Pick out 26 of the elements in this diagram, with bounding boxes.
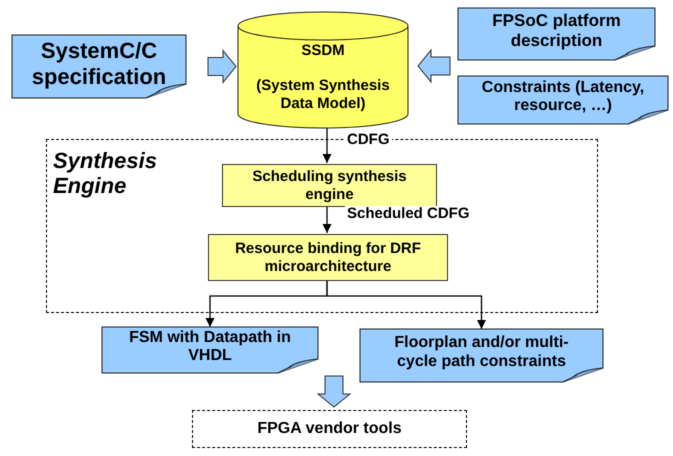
tool-box <box>192 410 467 448</box>
block-arrow <box>417 48 450 84</box>
arrow <box>322 206 332 233</box>
arrow <box>322 128 332 163</box>
node-heading: SSDM <box>301 42 345 60</box>
node-label: FPSoC platform description <box>491 11 622 51</box>
data-model-cylinder <box>238 12 408 128</box>
input-note <box>12 35 186 98</box>
arrow <box>326 280 486 329</box>
group-title: Synthesis Engine <box>53 148 158 199</box>
output-note <box>102 327 318 373</box>
output-note <box>360 329 603 382</box>
node-label: Constraints (Latency, resource, …) <box>480 78 646 116</box>
node-label: Scheduling synthesis engine <box>251 168 408 203</box>
input-note <box>458 76 668 124</box>
node-label: (System Synthesis Data Model) <box>255 77 391 112</box>
node-label: Floorplan and/or multi-cycle path constraints <box>393 334 570 371</box>
input-note <box>458 8 655 60</box>
process-box <box>208 234 448 281</box>
node-label: Resource binding for DRF microarchitecture <box>234 240 422 275</box>
node-label: SystemC/C specification <box>30 38 168 89</box>
process-box <box>222 164 437 207</box>
node-label: FPGA vendor tools <box>257 420 402 438</box>
block-arrow <box>316 376 352 408</box>
block-arrow <box>208 49 237 84</box>
node-label: FSM with Datapath in VHDL <box>128 328 292 366</box>
